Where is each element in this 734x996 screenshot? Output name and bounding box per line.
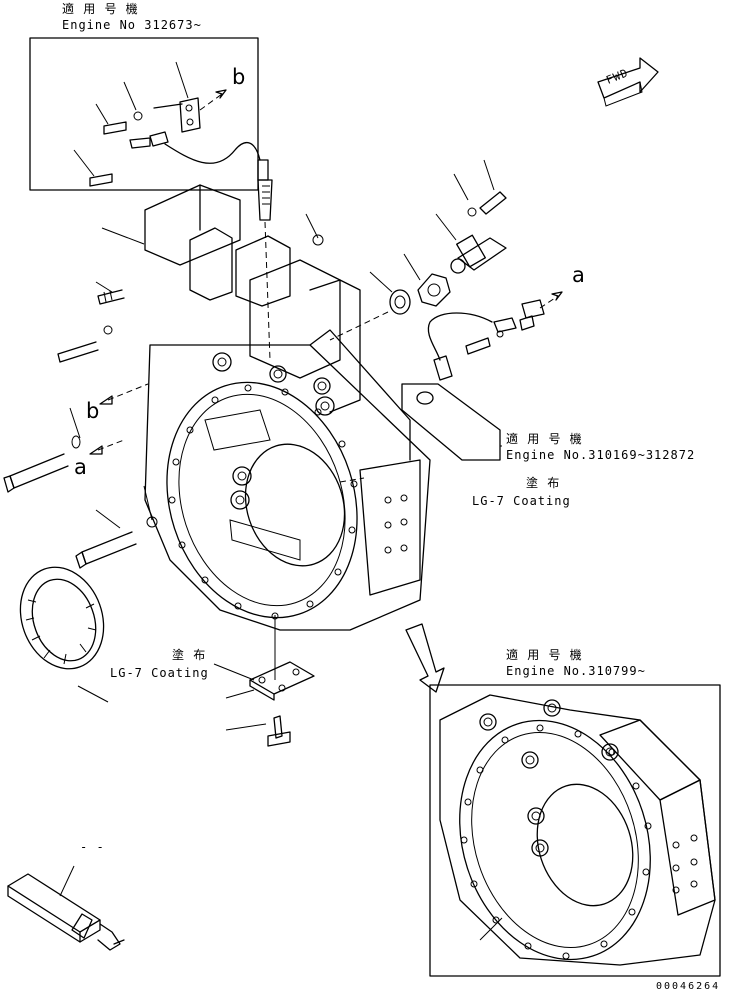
note-coating-1-en: LG-7 Coating xyxy=(472,494,571,508)
note-middle-right-en: Engine No.310169~312872 xyxy=(506,448,696,462)
note-coating-1-jp: 塗 布 xyxy=(526,476,561,490)
drain-bolt xyxy=(225,715,291,747)
marker-a-left: a xyxy=(74,455,87,479)
note-middle-right-jp: 適 用 号 機 xyxy=(506,432,583,446)
note-bottom-right-en: Engine No.310799~ xyxy=(506,664,646,678)
drawing-number: 00046264 xyxy=(656,981,721,992)
marker-b-top: b xyxy=(232,65,246,89)
left-fasteners xyxy=(3,227,158,569)
inset-frame-top-left xyxy=(29,37,259,191)
fwd-arrow-icon xyxy=(597,57,659,107)
note-coating-2-jp: 塗 布 xyxy=(172,648,207,662)
note-bottom-right-jp: 適 用 号 機 xyxy=(506,648,583,662)
note-top-left-jp: 適 用 号 機 xyxy=(62,2,139,16)
marker-b-left: b xyxy=(86,399,100,423)
washer-callout xyxy=(401,383,502,461)
reference-arrow-icon xyxy=(405,623,445,693)
small-mark: - - xyxy=(80,840,105,854)
note-top-left-en: Engine No 312673~ xyxy=(62,18,202,32)
alt-flywheel-housing xyxy=(439,694,716,966)
flywheel-housing xyxy=(144,184,431,680)
tool xyxy=(7,865,125,951)
note-coating-2-en: LG-7 Coating xyxy=(110,666,209,680)
cover-plate xyxy=(213,661,315,701)
gasket-ring xyxy=(19,566,109,703)
sensor-assembly-right xyxy=(305,159,563,381)
marker-a-right: a xyxy=(572,263,585,287)
inset-frame-bottom-right xyxy=(429,684,721,977)
speed-sensor xyxy=(257,179,273,361)
